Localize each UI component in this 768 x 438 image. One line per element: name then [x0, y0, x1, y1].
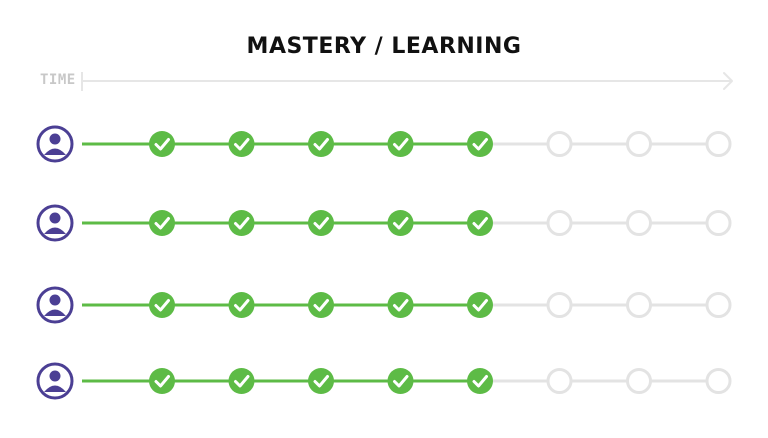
- milestone-complete-circle: [387, 292, 414, 318]
- check-icon: [393, 138, 409, 151]
- check-icon: [313, 138, 329, 151]
- milestone-complete: [467, 210, 493, 236]
- milestone-complete-circle: [228, 368, 255, 394]
- avatar-head: [49, 294, 61, 306]
- milestone-complete: [467, 131, 493, 157]
- check-icon: [393, 217, 409, 230]
- check-icon: [472, 375, 488, 388]
- milestone-complete-circle: [228, 292, 255, 318]
- check-icon: [313, 299, 329, 312]
- page-title: MASTERY / LEARNING: [246, 34, 522, 59]
- milestone-complete: [228, 292, 255, 318]
- milestone-complete: [387, 368, 414, 394]
- milestone-complete: [149, 368, 175, 394]
- learner-row: [36, 204, 732, 242]
- check-icon: [313, 217, 329, 230]
- person-icon: [36, 362, 74, 400]
- milestone-complete-circle: [149, 368, 175, 394]
- milestone-complete: [308, 210, 334, 236]
- milestone-complete-circle: [467, 210, 493, 236]
- check-icon: [393, 375, 409, 388]
- check-icon: [472, 299, 488, 312]
- milestone-complete: [308, 292, 334, 318]
- milestone-complete: [149, 131, 175, 157]
- check-icon: [313, 375, 329, 388]
- milestone-incomplete: [705, 210, 732, 236]
- milestone-incomplete: [705, 131, 732, 157]
- check-icon: [234, 138, 250, 151]
- person-icon: [36, 204, 74, 242]
- milestone-incomplete: [546, 368, 573, 394]
- avatar-head: [49, 370, 61, 382]
- milestone-complete-circle: [308, 210, 334, 236]
- person-icon: [36, 286, 74, 324]
- avatar-body: [44, 148, 66, 155]
- milestone-incomplete: [626, 131, 652, 157]
- milestone-complete-circle: [308, 292, 334, 318]
- learner-row: [36, 125, 732, 163]
- avatar-body: [44, 227, 66, 234]
- time-axis: [81, 72, 733, 91]
- check-icon: [234, 375, 250, 388]
- milestone-complete: [228, 131, 255, 157]
- milestone-complete-circle: [149, 210, 175, 236]
- milestone-complete-circle: [228, 210, 255, 236]
- milestone-complete-circle: [387, 131, 414, 157]
- milestone-complete-circle: [387, 210, 414, 236]
- milestone-complete-circle: [149, 131, 175, 157]
- learner-rows: [36, 125, 732, 400]
- milestone-incomplete: [705, 292, 732, 318]
- milestone-incomplete: [626, 210, 652, 236]
- avatar-body: [44, 385, 66, 392]
- avatar-head: [49, 212, 61, 224]
- milestone-complete: [228, 368, 255, 394]
- milestone-complete-circle: [467, 131, 493, 157]
- milestone-complete-circle: [308, 131, 334, 157]
- avatar-body: [44, 309, 66, 316]
- avatar-head: [49, 133, 61, 145]
- check-icon: [154, 138, 170, 151]
- milestone-complete: [387, 292, 414, 318]
- check-icon: [472, 217, 488, 230]
- milestone-complete-circle: [308, 368, 334, 394]
- milestone-complete: [387, 131, 414, 157]
- time-axis-arrow-icon: [723, 72, 733, 90]
- check-icon: [393, 299, 409, 312]
- milestone-complete: [149, 292, 175, 318]
- learner-row: [36, 286, 732, 324]
- person-icon: [36, 125, 74, 163]
- check-icon: [472, 138, 488, 151]
- milestone-complete: [467, 292, 493, 318]
- check-icon: [154, 375, 170, 388]
- check-icon: [154, 217, 170, 230]
- milestone-complete-circle: [467, 368, 493, 394]
- learner-row: [36, 362, 732, 400]
- milestone-incomplete: [626, 292, 652, 318]
- milestone-incomplete: [626, 368, 652, 394]
- milestone-complete-circle: [228, 131, 255, 157]
- milestone-complete-circle: [149, 292, 175, 318]
- milestone-complete: [308, 131, 334, 157]
- milestone-complete: [149, 210, 175, 236]
- milestone-complete: [228, 210, 255, 236]
- time-axis-label: TIME: [40, 72, 76, 88]
- milestone-incomplete: [546, 292, 573, 318]
- milestone-complete-circle: [467, 292, 493, 318]
- milestone-complete: [387, 210, 414, 236]
- milestone-complete: [467, 368, 493, 394]
- milestone-complete: [308, 368, 334, 394]
- check-icon: [154, 299, 170, 312]
- milestone-complete-circle: [387, 368, 414, 394]
- milestone-incomplete: [546, 131, 573, 157]
- check-icon: [234, 299, 250, 312]
- milestone-incomplete: [546, 210, 573, 236]
- milestone-incomplete: [705, 368, 732, 394]
- check-icon: [234, 217, 250, 230]
